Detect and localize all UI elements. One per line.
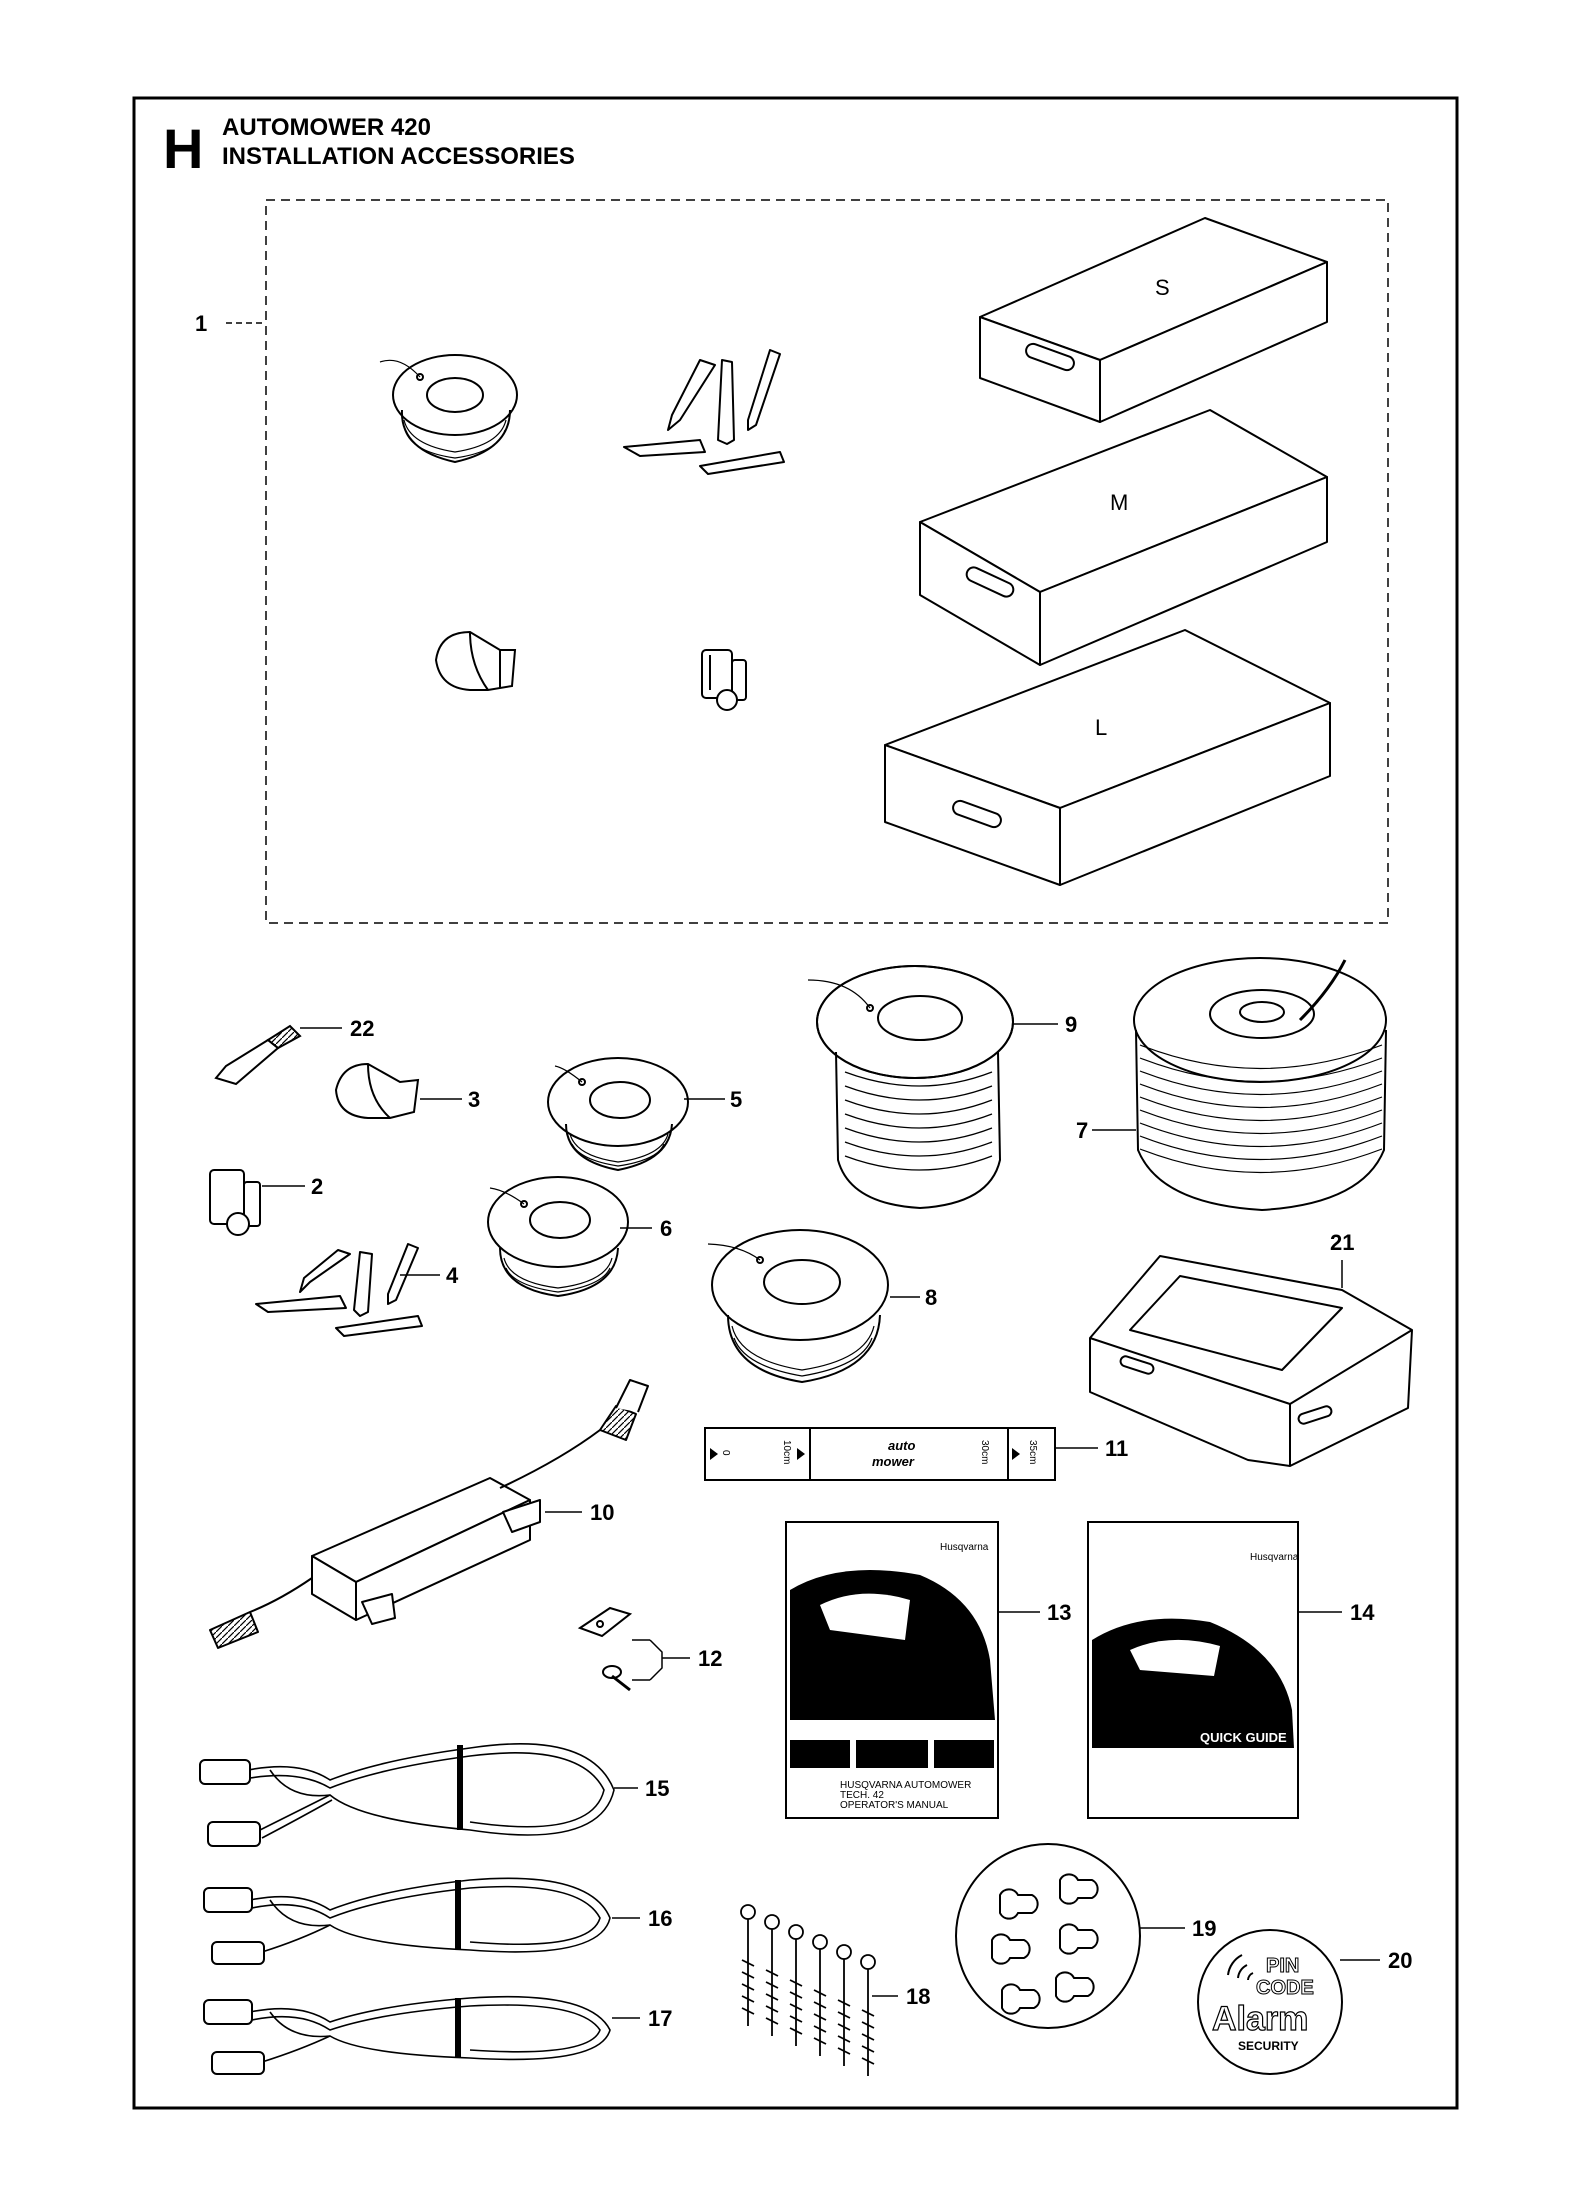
measuring-ruler: 0 10cm 30cm 35cm auto mower <box>704 1427 1056 1481</box>
callout-3: 3 <box>468 1087 480 1112</box>
carry-case <box>1089 1255 1413 1467</box>
kit-boundary <box>265 199 1389 924</box>
wire-spool-8 <box>707 1229 889 1384</box>
callout-18: 18 <box>906 1984 930 2009</box>
alarm-badge: PIN CODE Alarm SECURITY <box>1197 1929 1343 2075</box>
box-size-s: S <box>1155 275 1170 300</box>
callout-20: 20 <box>1388 1948 1412 1973</box>
page-frame <box>132 96 1459 2110</box>
manual-13-line3: OPERATOR'S MANUAL <box>840 1800 949 1811</box>
badge-code: CODE <box>1256 1977 1314 1999</box>
callout-21: 21 <box>1330 1230 1354 1255</box>
ruler-mark-10cm: 10cm <box>781 1440 792 1464</box>
section-subtitle: INSTALLATION ACCESSORIES <box>222 143 575 170</box>
cable-17-connectors <box>203 1999 265 2075</box>
callout-11: 11 <box>1105 1436 1128 1461</box>
wire-spool-6 <box>487 1176 629 1298</box>
kit-wire-spool <box>379 354 518 464</box>
badge-alarm: Alarm <box>1212 2000 1308 2038</box>
screwdriver-bit <box>214 1024 302 1086</box>
box-large <box>884 629 1331 886</box>
power-supply <box>209 1379 649 1649</box>
manual-14-brand: Husqvarna <box>1250 1552 1299 1563</box>
callout-13: 13 <box>1047 1600 1071 1625</box>
callout-6: 6 <box>660 1216 672 1241</box>
manual-13-line2: TECH. 42 <box>840 1790 884 1801</box>
kit-coupler <box>701 649 747 711</box>
callout-2: 2 <box>311 1174 323 1199</box>
callout-15: 15 <box>645 1776 669 1801</box>
cable-16-connectors <box>203 1887 265 1965</box>
callout-19: 19 <box>1192 1916 1216 1941</box>
callout-4: 4 <box>446 1263 459 1288</box>
model-title: AUTOMOWER 420 <box>222 114 431 141</box>
section-letter: H <box>163 117 203 180</box>
callout-5: 5 <box>730 1087 742 1112</box>
ruler-mark-30cm: 30cm <box>979 1440 990 1464</box>
coupler <box>209 1169 261 1236</box>
box-size-m: M <box>1110 490 1128 515</box>
wire-spool-9 <box>807 965 1014 1210</box>
callout-9: 9 <box>1065 1012 1077 1037</box>
callout-17: 17 <box>648 2006 672 2031</box>
quick-guide: Husqvarna QUICK GUIDE <box>1087 1521 1299 1819</box>
pegs <box>255 1243 423 1337</box>
callout-16: 16 <box>648 1906 672 1931</box>
manual-14-caption: QUICK GUIDE <box>1200 1730 1287 1745</box>
box-medium <box>919 409 1328 666</box>
cable-15 <box>247 1743 615 1839</box>
operators-manual: Husqvarna HUSQVARNA AUTOMOWER TECH. 42 O… <box>785 1521 999 1819</box>
wire-drum-7 <box>1133 957 1387 1212</box>
ruler-mark-0: 0 <box>720 1450 731 1456</box>
badge-security: SECURITY <box>1238 2039 1299 2053</box>
box-size-l: L <box>1095 715 1107 740</box>
callout-10: 10 <box>590 1500 614 1525</box>
cable-16 <box>249 1877 611 1953</box>
kit-pegs <box>623 349 785 475</box>
callout-12: 12 <box>698 1646 722 1671</box>
manual-13-line1: HUSQVARNA AUTOMOWER <box>840 1780 971 1791</box>
cable-15-connectors <box>199 1759 261 1847</box>
cable-17 <box>249 1995 611 2063</box>
ruler-logo-line2: mower <box>872 1454 915 1469</box>
blade-and-screw <box>577 1606 633 1692</box>
manual-13-brand: Husqvarna <box>940 1542 989 1553</box>
ruler-logo-line1: auto <box>888 1438 916 1453</box>
callout-1: 1 <box>195 311 207 336</box>
callout-22: 22 <box>350 1016 374 1041</box>
callout-14: 14 <box>1350 1600 1375 1625</box>
wire-spool-5 <box>547 1057 689 1172</box>
callout-8: 8 <box>925 1285 937 1310</box>
connector <box>334 1062 420 1119</box>
callout-7: 7 <box>1076 1118 1088 1143</box>
kit-connector <box>434 630 517 691</box>
screws <box>740 1904 876 2076</box>
round-plate <box>955 1843 1141 2029</box>
box-small <box>979 217 1328 423</box>
badge-pin: PIN <box>1266 1955 1299 1977</box>
ruler-mark-35cm: 35cm <box>1027 1440 1038 1464</box>
